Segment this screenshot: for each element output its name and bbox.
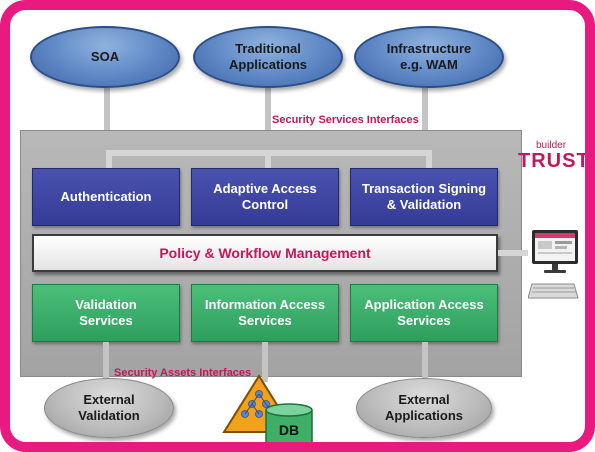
external-applications-label: External Applications (384, 392, 463, 423)
external-validation: External Validation (44, 378, 174, 438)
connector-top-infra (422, 88, 428, 152)
asset-validation-services-label: Validation Services (75, 297, 137, 328)
policy-workflow-management-label: Policy & Workflow Management (159, 245, 371, 261)
external-validation-label: External Validation (78, 392, 140, 423)
service-transaction-signing-label: Transaction Signing & Validation (361, 181, 487, 212)
asset-application-access-services: Application Access Services (350, 284, 498, 342)
asset-information-access-services-label: Information Access Services (204, 297, 326, 328)
consumer-infrastructure-label: Infrastructure e.g. WAM (386, 41, 472, 72)
asset-application-access-services-label: Application Access Services (364, 297, 484, 328)
security-services-interfaces-label: Security Services Interfaces (272, 114, 419, 126)
consumer-soa-label: SOA (90, 49, 120, 64)
trustbuilder-logo: builder TRUST (518, 140, 590, 176)
consumer-soa: SOA (30, 26, 180, 88)
service-adaptive-access-control-label: Adaptive Access Control (213, 181, 317, 212)
consumer-infrastructure: Infrastructure e.g. WAM (354, 26, 504, 88)
consumer-traditional-applications-label: Traditional Applications (228, 41, 307, 72)
database-icon: DB (264, 402, 314, 442)
consumer-traditional-applications: Traditional Applications (193, 26, 343, 88)
service-authentication: Authentication (32, 168, 180, 226)
logo-trust-text: TRUST (518, 150, 590, 172)
connector-top-soa (104, 88, 110, 152)
workstation-icon (527, 228, 585, 304)
external-applications: External Applications (356, 378, 492, 438)
policy-workflow-management-bar: Policy & Workflow Management (32, 234, 498, 272)
asset-information-access-services: Information Access Services (191, 284, 339, 342)
service-transaction-signing: Transaction Signing & Validation (350, 168, 498, 226)
connector-workstation (498, 250, 528, 256)
connector-bottom-right (422, 342, 428, 382)
security-assets-interfaces-label: Security Assets Interfaces (114, 367, 252, 379)
service-authentication-label: Authentication (60, 189, 152, 204)
connector-bottom-left (103, 342, 109, 392)
connector-inner-right (426, 150, 432, 172)
connector-top-apps (265, 88, 271, 152)
connector-bottom-mid (262, 342, 268, 382)
connector-inner-mid (265, 150, 271, 172)
database-label: DB (278, 422, 300, 438)
logo-builder-text: builder (536, 140, 567, 151)
connector-inner-left (106, 150, 112, 172)
asset-validation-services: Validation Services (32, 284, 180, 342)
service-adaptive-access-control: Adaptive Access Control (191, 168, 339, 226)
